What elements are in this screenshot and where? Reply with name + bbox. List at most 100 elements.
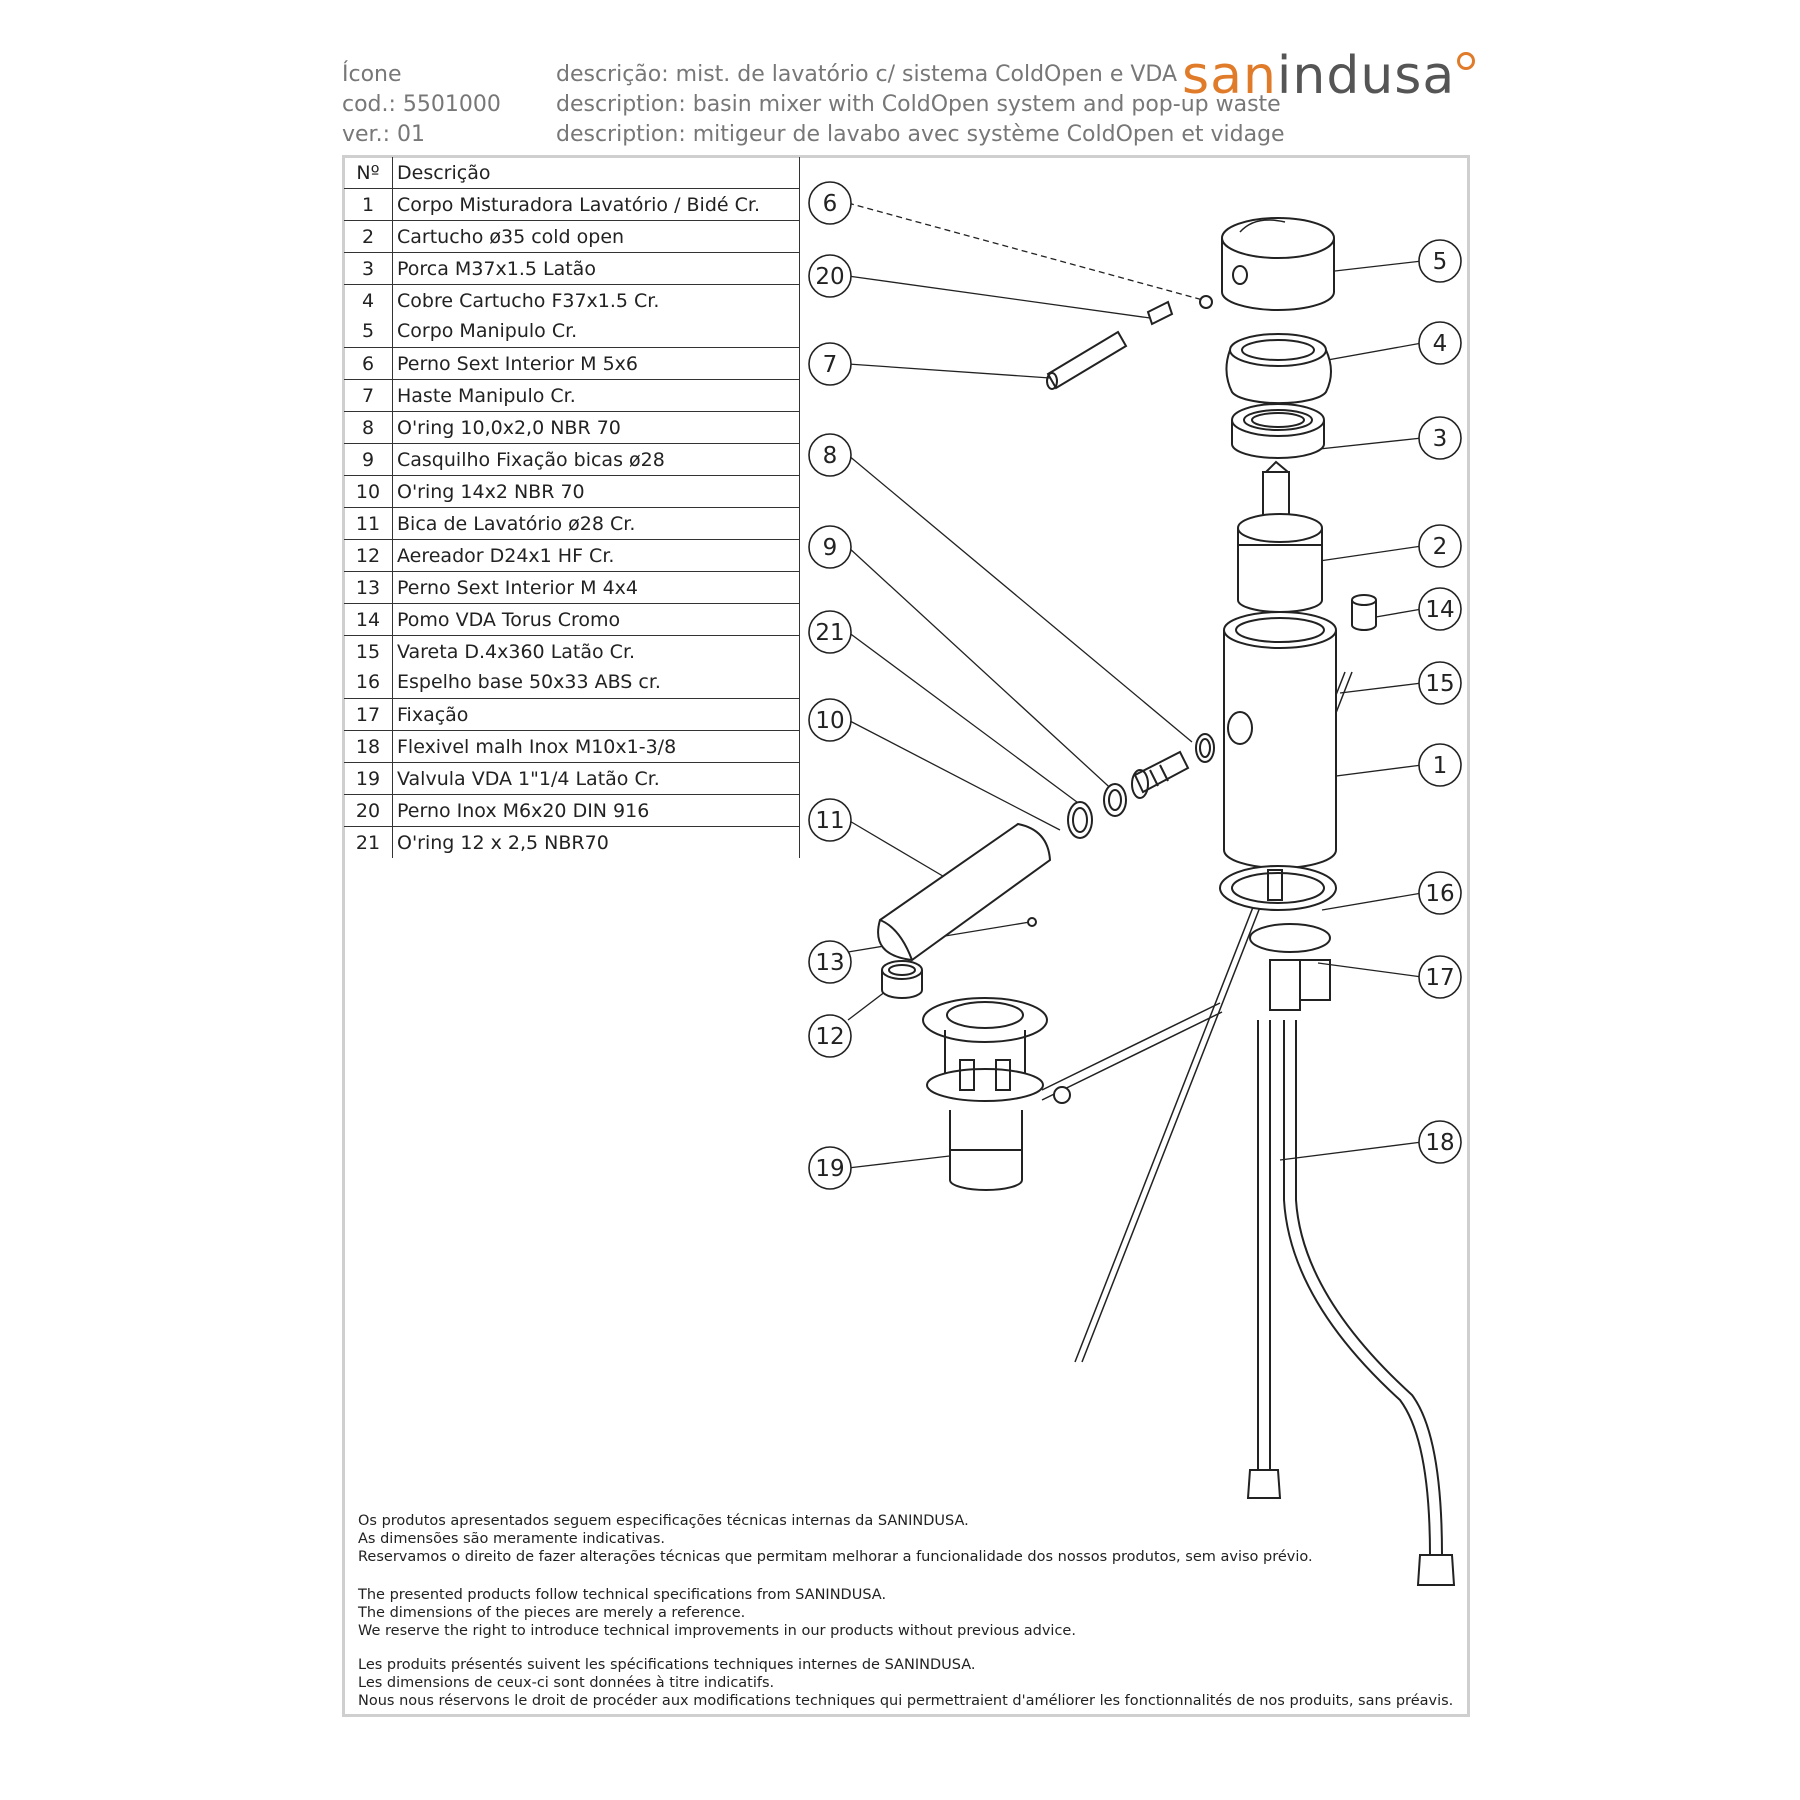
callout-14: 14 xyxy=(1418,587,1462,631)
part-number-cell: 3 xyxy=(344,252,393,285)
callout-circle xyxy=(808,1146,852,1190)
part-8-oring xyxy=(1195,733,1215,763)
part-number-cell: 18 xyxy=(344,730,393,763)
part-7-handle-rod xyxy=(1046,330,1128,390)
table-row: 18 Flexivel malh Inox M10x1-3/8 xyxy=(344,730,800,763)
part-10-oring xyxy=(1067,801,1093,839)
part-number-cell: 13 xyxy=(344,571,393,604)
part-number-cell: 12 xyxy=(344,539,393,572)
product-meta: Ícone cod.: 5501000 ver.: 01 xyxy=(342,60,501,150)
part-description: Fixação xyxy=(397,703,469,726)
callout-5: 5 xyxy=(1418,239,1462,283)
callout-circle xyxy=(808,433,852,477)
footer-fr-line: Les dimensions de ceux-ci sont données à… xyxy=(358,1675,775,1691)
callout-number: 7 xyxy=(823,352,838,378)
product-descriptions: descrição: mist. de lavatório c/ sistema… xyxy=(556,60,1285,150)
part-number: 10 xyxy=(355,480,381,503)
part-number-cell: 20 xyxy=(344,794,393,827)
part-description-cell: Porca M37x1.5 Latão xyxy=(392,252,800,285)
callout-number: 13 xyxy=(815,950,844,976)
col-desc-header: Descrição xyxy=(392,157,800,189)
leader-11 xyxy=(847,819,959,886)
callout-circle xyxy=(808,798,852,842)
part-number-cell: 11 xyxy=(344,507,393,540)
callout-number: 3 xyxy=(1433,426,1448,452)
part-description: Perno Sext Interior M 5x6 xyxy=(397,352,639,375)
leader-8 xyxy=(847,454,1193,743)
part-5-handle-body xyxy=(1221,217,1335,311)
part-9-bushing xyxy=(1131,750,1190,799)
callout-number: 15 xyxy=(1425,671,1454,697)
footer-fr-line: Les produits présentés suivent les spéci… xyxy=(358,1657,976,1673)
table-header-row: Nº Descrição xyxy=(344,157,800,189)
leader-6 xyxy=(847,202,1204,301)
callout-17: 17 xyxy=(1418,955,1462,999)
part-description: Espelho base 50x33 ABS cr. xyxy=(397,671,661,693)
callout-15: 15 xyxy=(1418,661,1462,705)
leader-17 xyxy=(1317,962,1423,978)
part-17-fixing xyxy=(1249,923,1331,1011)
callout-3: 3 xyxy=(1418,416,1462,460)
logo-gray-part: indusa xyxy=(1276,46,1456,106)
leader-21 xyxy=(847,631,1086,809)
part-description: Casquilho Fixação bicas ø28 xyxy=(397,448,665,471)
callout-number: 2 xyxy=(1433,534,1448,560)
leader-14 xyxy=(1369,608,1423,619)
callout-circle xyxy=(808,181,852,225)
part-description: Haste Manipulo Cr. xyxy=(397,384,576,407)
footer-en-line: The dimensions of the pieces are merely … xyxy=(358,1605,746,1621)
part-description: Perno Inox M6x20 DIN 916 xyxy=(397,799,650,822)
description-en: description: basin mixer with ColdOpen s… xyxy=(556,92,1281,117)
product-name: Ícone xyxy=(342,62,402,87)
part-description-cell: Bica de Lavatório ø28 Cr. xyxy=(392,507,800,540)
part-description: Corpo Manipulo Cr. xyxy=(397,320,578,342)
callout-circle xyxy=(1418,239,1462,283)
leader-15 xyxy=(1339,682,1423,694)
part-number: 18 xyxy=(355,735,381,758)
part-description: Vareta D.4x360 Latão Cr. xyxy=(397,641,636,663)
callout-16: 16 xyxy=(1418,871,1462,915)
leader-lines xyxy=(847,202,1423,1169)
leader-16 xyxy=(1321,892,1423,911)
leader-10 xyxy=(847,719,1061,831)
part-2-cartridge xyxy=(1237,460,1323,613)
part-description-cell: Haste Manipulo Cr. xyxy=(392,379,800,412)
part-number: 14 xyxy=(355,608,381,631)
product-code: cod.: 5501000 xyxy=(342,92,501,117)
part-description-cell: Perno Sext Interior M 4x4 xyxy=(392,571,800,604)
part-description-cell: Pomo VDA Torus Cromo xyxy=(392,603,800,636)
part-description-cell: O'ring 14x2 NBR 70 xyxy=(392,475,800,508)
callout-number: 16 xyxy=(1425,881,1454,907)
part-number: 5 xyxy=(361,320,375,342)
part-description: Aereador D24x1 HF Cr. xyxy=(397,544,615,567)
callout-number: 18 xyxy=(1425,1130,1454,1156)
leader-7 xyxy=(847,363,1051,379)
part-1-mixer-body xyxy=(1223,611,1337,869)
leader-20 xyxy=(847,275,1151,319)
product-version: ver.: 01 xyxy=(342,122,425,147)
callout-circle xyxy=(808,610,852,654)
part-description-cell: Flexivel malh Inox M10x1-3/8 xyxy=(392,730,800,763)
part-20-screw xyxy=(1146,300,1174,326)
part-description: Flexivel malh Inox M10x1-3/8 xyxy=(397,735,677,758)
callout-number: 10 xyxy=(815,708,844,734)
part-description-cell: Fixação xyxy=(392,698,800,731)
part-number: 20 xyxy=(355,799,381,822)
part-description-cell: Aereador D24x1 HF Cr. xyxy=(392,539,800,572)
part-number-cell: 8 xyxy=(344,411,393,444)
footer-pt-line: As dimensões são meramente indicativas. xyxy=(358,1531,665,1547)
callout-13: 13 xyxy=(808,940,852,984)
part-number: 9 xyxy=(361,448,375,471)
part-number: 4 xyxy=(361,290,375,312)
part-number-cell: 14 xyxy=(344,603,393,636)
part-description-cell: Cobre Cartucho F37x1.5 Cr.Corpo Manipulo… xyxy=(392,284,800,348)
part-number-cell: 17 xyxy=(344,698,393,731)
